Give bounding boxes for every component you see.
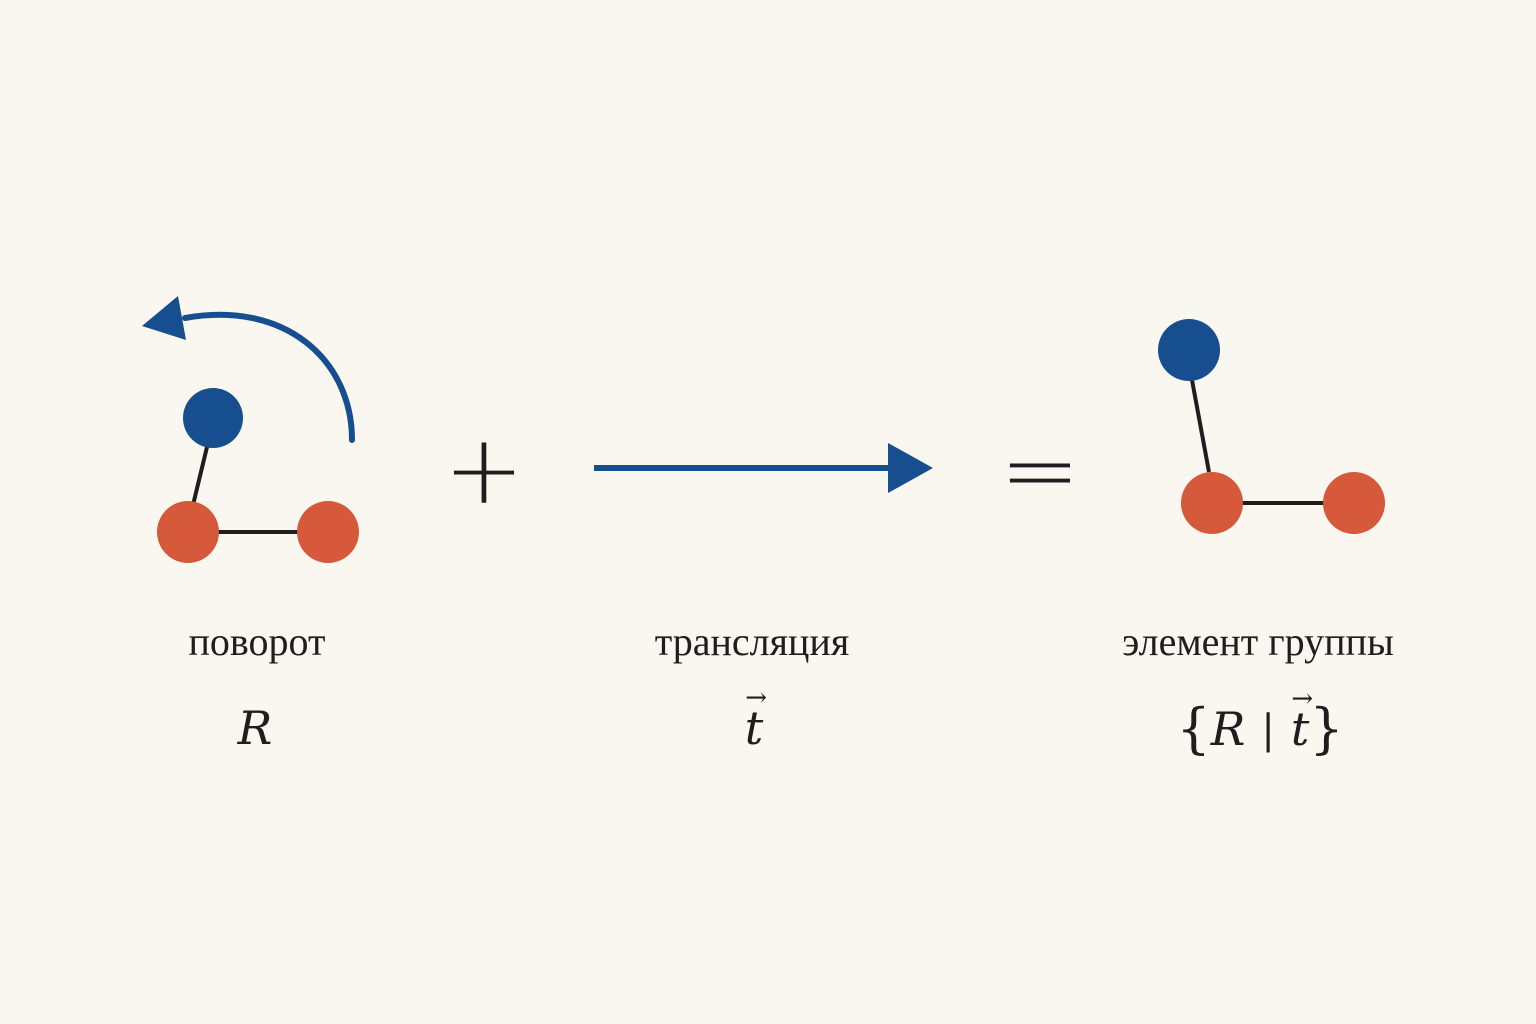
rotation-symbol: R (237, 701, 273, 755)
vector-arrow-icon: → (745, 683, 768, 713)
separator-bar: | (1261, 707, 1275, 753)
open-brace: { (1176, 697, 1211, 760)
group-translation-vector: t→ (1291, 686, 1313, 752)
result-atom-blue (1158, 319, 1220, 381)
rotation-arrowhead (142, 296, 186, 340)
group-element-symbol: {R|t→} (1176, 686, 1343, 756)
rotation-arc (182, 311, 355, 443)
group-element-label: элемент группы (1122, 619, 1394, 664)
group-rotation-letter: R (1210, 702, 1246, 756)
atom-orange-left (157, 501, 219, 563)
result-atom-orange-right (1323, 472, 1385, 534)
translation-symbol: t → (745, 685, 767, 751)
result-bond-vertical (1190, 379, 1211, 473)
group-translation-letter: t (1290, 702, 1310, 756)
atom-blue (183, 388, 243, 448)
group-vector-arrow-icon: → (1291, 684, 1314, 714)
translation-arrowhead (888, 443, 933, 493)
close-brace: } (1309, 697, 1344, 760)
translation-vector: t → (745, 685, 767, 751)
atom-orange-right (297, 501, 359, 563)
plus-operator: + (443, 414, 525, 526)
result-molecule (1158, 319, 1385, 534)
rotation-arrow-icon (142, 296, 355, 443)
translation-arrow-icon (594, 443, 933, 493)
bond-vertical (191, 446, 209, 506)
rotation-molecule (157, 388, 359, 563)
equals-operator: = (999, 414, 1081, 526)
result-atom-orange-left (1181, 472, 1243, 534)
rotation-label: поворот (188, 619, 326, 664)
translation-vector-letter: t (744, 701, 764, 755)
translation-label: трансляция (654, 619, 850, 664)
